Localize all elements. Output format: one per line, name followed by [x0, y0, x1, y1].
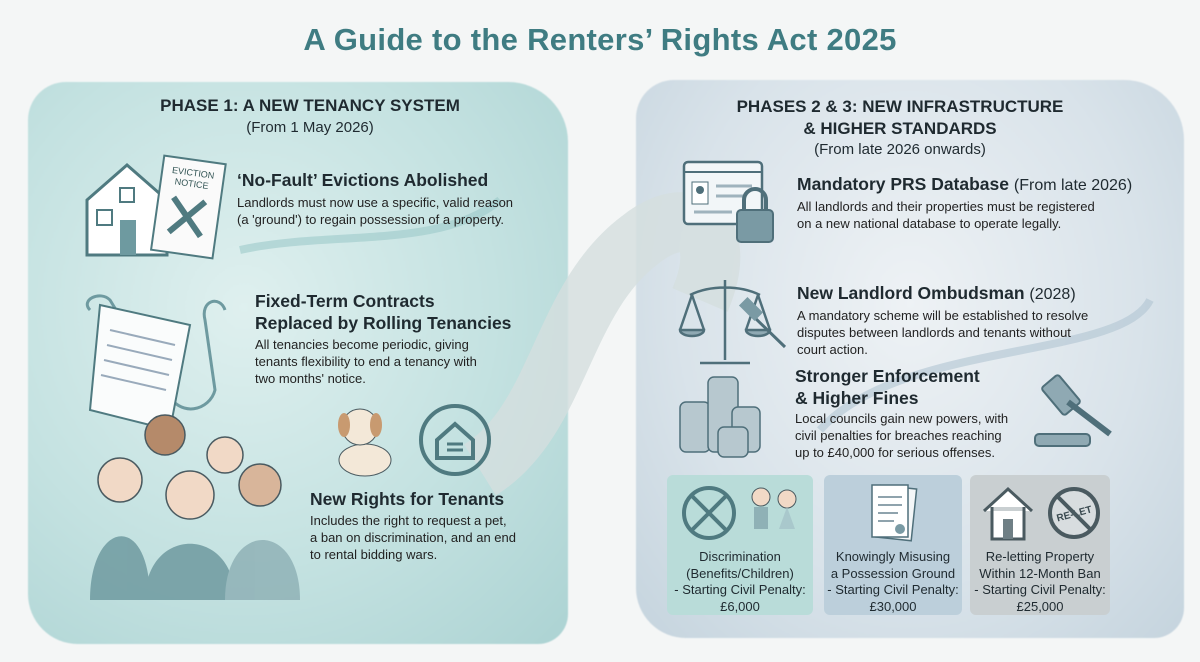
penalty-label: Discrimination (Benefits/Children) - Sta… [667, 549, 813, 615]
label-line: - Starting Civil Penalty: [974, 582, 1106, 597]
item-title: Stronger Enforcement & Higher Fines [795, 365, 980, 409]
penalty-card-reletting: RE-LET Re-letting Property Within 12-Mon… [970, 475, 1110, 615]
item-title: ‘No-Fault’ Evictions Abolished [237, 170, 489, 190]
phase1-subheading: (From 1 May 2026) [246, 119, 374, 136]
title-line: Stronger Enforcement [795, 366, 980, 386]
heading-line: & HIGHER STANDARDS [803, 119, 997, 138]
label-line: (Benefits/Children) [686, 565, 794, 581]
body-line: court action. [797, 342, 868, 357]
heading-line: PHASES 2 & 3: NEW INFRASTRUCTURE [736, 97, 1064, 116]
coins-gavel-icon [679, 374, 1112, 458]
body-line: up to £40,000 for serious offenses. [795, 445, 995, 460]
svg-text:NOTICE: NOTICE [174, 176, 209, 191]
label-line: - Starting Civil Penalty: [674, 582, 806, 597]
penalty-amount: £25,000 [1016, 598, 1064, 614]
body-line: A mandatory scheme will be established t… [797, 308, 1089, 323]
label-line: a Possession Ground [830, 565, 956, 581]
body-line: disputes between landlords and tenants w… [797, 325, 1071, 340]
penalty-amount: £30,000 [869, 598, 917, 614]
body-line: All landlords and their properties must … [797, 199, 1095, 214]
penalty-label: Re-letting Property Within 12-Month Ban … [970, 549, 1110, 615]
penalty-card-misuse-ground: Knowingly Misusing a Possession Ground -… [824, 475, 962, 615]
body-line: Includes the right to request a pet, [310, 513, 507, 528]
phase23-heading: PHASES 2 & 3: NEW INFRASTRUCTURE & HIGHE… [700, 96, 1100, 140]
label-line: - Starting Civil Penalty: [827, 582, 959, 597]
body-line: to rental bidding wars. [310, 547, 438, 562]
document-icon [871, 484, 918, 542]
no-relet-house-icon: RE-LET [982, 486, 1100, 541]
body-line: two months' notice. [255, 371, 366, 386]
title-note: (From late 2026) [1013, 177, 1133, 194]
body-line: a ban on discrimination, and an end [310, 530, 516, 545]
title-text: New Landlord Ombudsman [797, 283, 1025, 303]
title-note: (2028) [1029, 286, 1076, 303]
tenants-pet-home-icon [90, 404, 491, 600]
scroll-contract-icon [86, 294, 227, 432]
label-line: Re-letting Property [985, 549, 1095, 564]
body-line: Local councils gain new powers, with [795, 411, 1009, 426]
item-body: All landlords and their properties must … [797, 198, 1095, 232]
title-line: Fixed-Term Contracts [255, 291, 435, 311]
body-line: tenants flexibility to end a tenancy wit… [255, 354, 477, 369]
body-line: on a new national database to operate le… [797, 216, 1062, 231]
body-line: civil penalties for breaches reaching [795, 428, 1002, 443]
penalty-amount: £6,000 [720, 598, 760, 614]
label-line: Discrimination [699, 549, 781, 564]
item-title: New Rights for Tenants [310, 489, 505, 509]
penalty-label: Knowingly Misusing a Possession Ground -… [824, 549, 962, 615]
database-lock-icon [682, 160, 774, 243]
title-line: Replaced by Rolling Tenancies [255, 313, 512, 333]
title-text: Mandatory PRS Database [797, 174, 1010, 194]
label-line: Knowingly Misusing [835, 549, 951, 564]
title-line: & Higher Fines [795, 388, 919, 408]
item-body: Landlords must now use a specific, valid… [237, 194, 513, 228]
penalty-card-discrimination: Discrimination (Benefits/Children) - Sta… [667, 475, 813, 615]
body-line: (a 'ground') to regain possession of a p… [237, 212, 505, 227]
item-body: Includes the right to request a pet, a b… [310, 512, 516, 563]
body-line: Landlords must now use a specific, valid… [237, 195, 514, 210]
phase23-subheading: (From late 2026 onwards) [814, 141, 986, 158]
item-title: Mandatory PRS Database (From late 2026) [797, 173, 1132, 197]
label-line: Within 12-Month Ban [979, 565, 1101, 581]
house-eviction-notice-icon: EVICTION NOTICE [85, 154, 227, 260]
item-body: Local councils gain new powers, with civ… [795, 410, 1008, 461]
phase1-heading: PHASE 1: A NEW TENANCY SYSTEM [160, 96, 460, 115]
item-body: A mandatory scheme will be established t… [797, 307, 1088, 358]
item-body: All tenancies become periodic, giving te… [255, 336, 477, 387]
item-title: Fixed-Term Contracts Replaced by Rolling… [255, 290, 511, 334]
no-discrimination-children-icon [682, 486, 797, 540]
body-line: All tenancies become periodic, giving [255, 337, 469, 352]
page-title: A Guide to the Renters’ Rights Act 2025 [303, 22, 897, 57]
scales-gavel-icon [678, 280, 787, 365]
item-title: New Landlord Ombudsman (2028) [797, 282, 1076, 306]
